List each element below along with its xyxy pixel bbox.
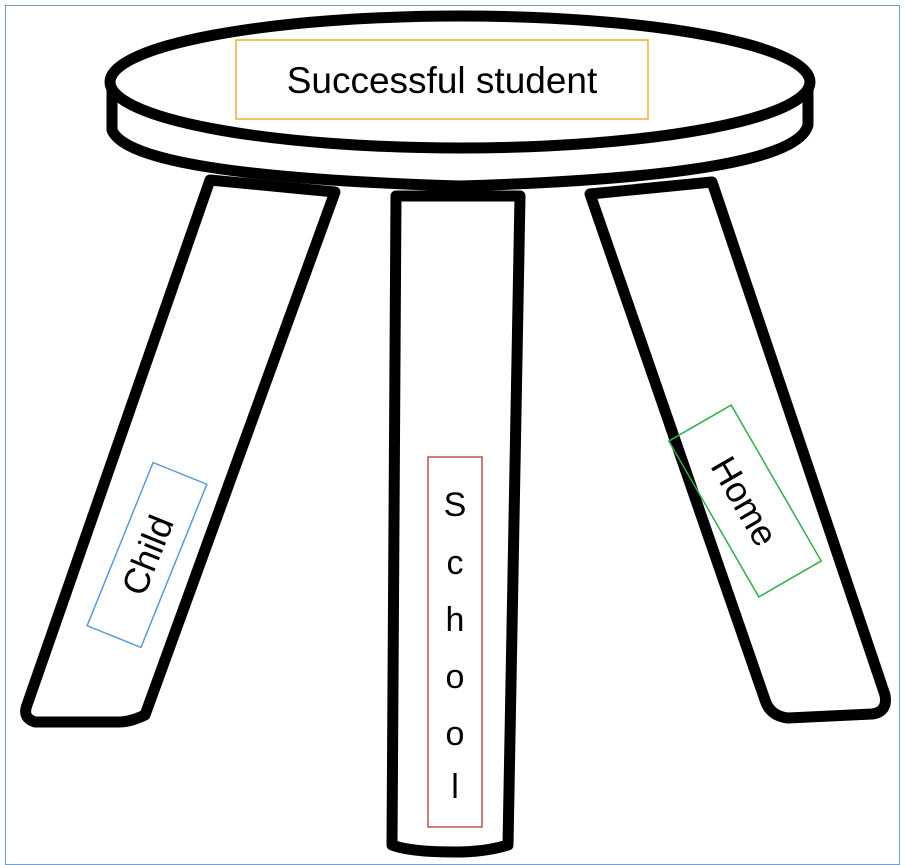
school-letter: c (447, 544, 464, 582)
title-box (235, 39, 649, 120)
stool-leg-right (584, 176, 891, 724)
home-box (667, 404, 823, 598)
stool-leg-middle (386, 190, 526, 858)
school-letter: o (446, 715, 465, 753)
title-label: Successful student (287, 60, 598, 101)
school-box (427, 456, 483, 828)
school-letter: S (444, 486, 467, 524)
school-letter: l (451, 768, 459, 806)
stool-seat-top (104, 10, 816, 154)
child-box (86, 461, 208, 649)
school-letter: h (446, 601, 465, 639)
school-letter: o (446, 658, 465, 696)
stool-leg-left (20, 174, 341, 728)
school-letters: S c h o o l (444, 486, 467, 806)
